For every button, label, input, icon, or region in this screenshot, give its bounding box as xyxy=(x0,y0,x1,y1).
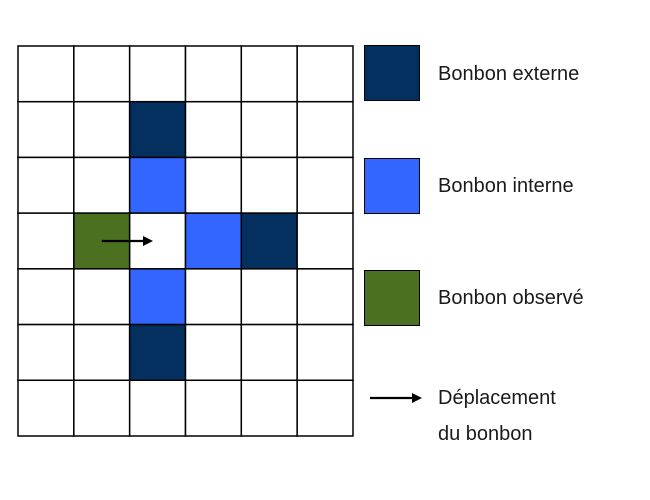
grid-cell-empty xyxy=(17,212,75,270)
grid-cell-empty xyxy=(73,100,131,159)
grid-cell-internal xyxy=(184,212,243,270)
legend-swatch-internal xyxy=(364,158,420,214)
grid-cell-empty xyxy=(17,323,75,382)
legend-swatch-observed xyxy=(364,270,420,326)
grid-cell-empty xyxy=(17,45,75,103)
grid-cell-internal xyxy=(128,268,187,326)
grid-cell-empty xyxy=(184,100,243,159)
grid-cell-empty xyxy=(296,379,354,437)
grid-cell-empty xyxy=(240,156,298,214)
legend-arrow-icon xyxy=(370,393,422,403)
grid-cell-empty xyxy=(296,45,354,103)
legend-label-movement: Déplacement xyxy=(438,387,556,409)
legend-swatch-external xyxy=(364,45,420,101)
grid-cell-empty xyxy=(184,379,243,437)
grid-cell-empty xyxy=(73,156,131,214)
grid-cell-empty xyxy=(240,379,298,437)
grid-cell-empty xyxy=(73,45,131,103)
legend-label-internal: Bonbon interne xyxy=(438,175,574,197)
grid-cell-empty xyxy=(17,379,75,437)
legend-label-movement-line2: du bonbon xyxy=(438,423,533,445)
legend-label-observed: Bonbon observé xyxy=(438,287,584,309)
grid-cell-empty xyxy=(296,156,354,214)
movement-arrow-icon xyxy=(101,236,153,246)
grid-cell-empty xyxy=(296,323,354,382)
grid-cell-empty xyxy=(296,212,354,270)
grid-cell-empty xyxy=(296,268,354,326)
candy-grid xyxy=(17,45,354,437)
grid-cell-empty xyxy=(240,268,298,326)
grid-cell-external xyxy=(240,212,298,270)
legend-label-external: Bonbon externe xyxy=(438,63,580,85)
grid-cell-empty xyxy=(184,156,243,214)
grid-cell-empty xyxy=(184,268,243,326)
grid-cell-empty xyxy=(73,379,131,437)
grid-cell-empty xyxy=(296,100,354,159)
